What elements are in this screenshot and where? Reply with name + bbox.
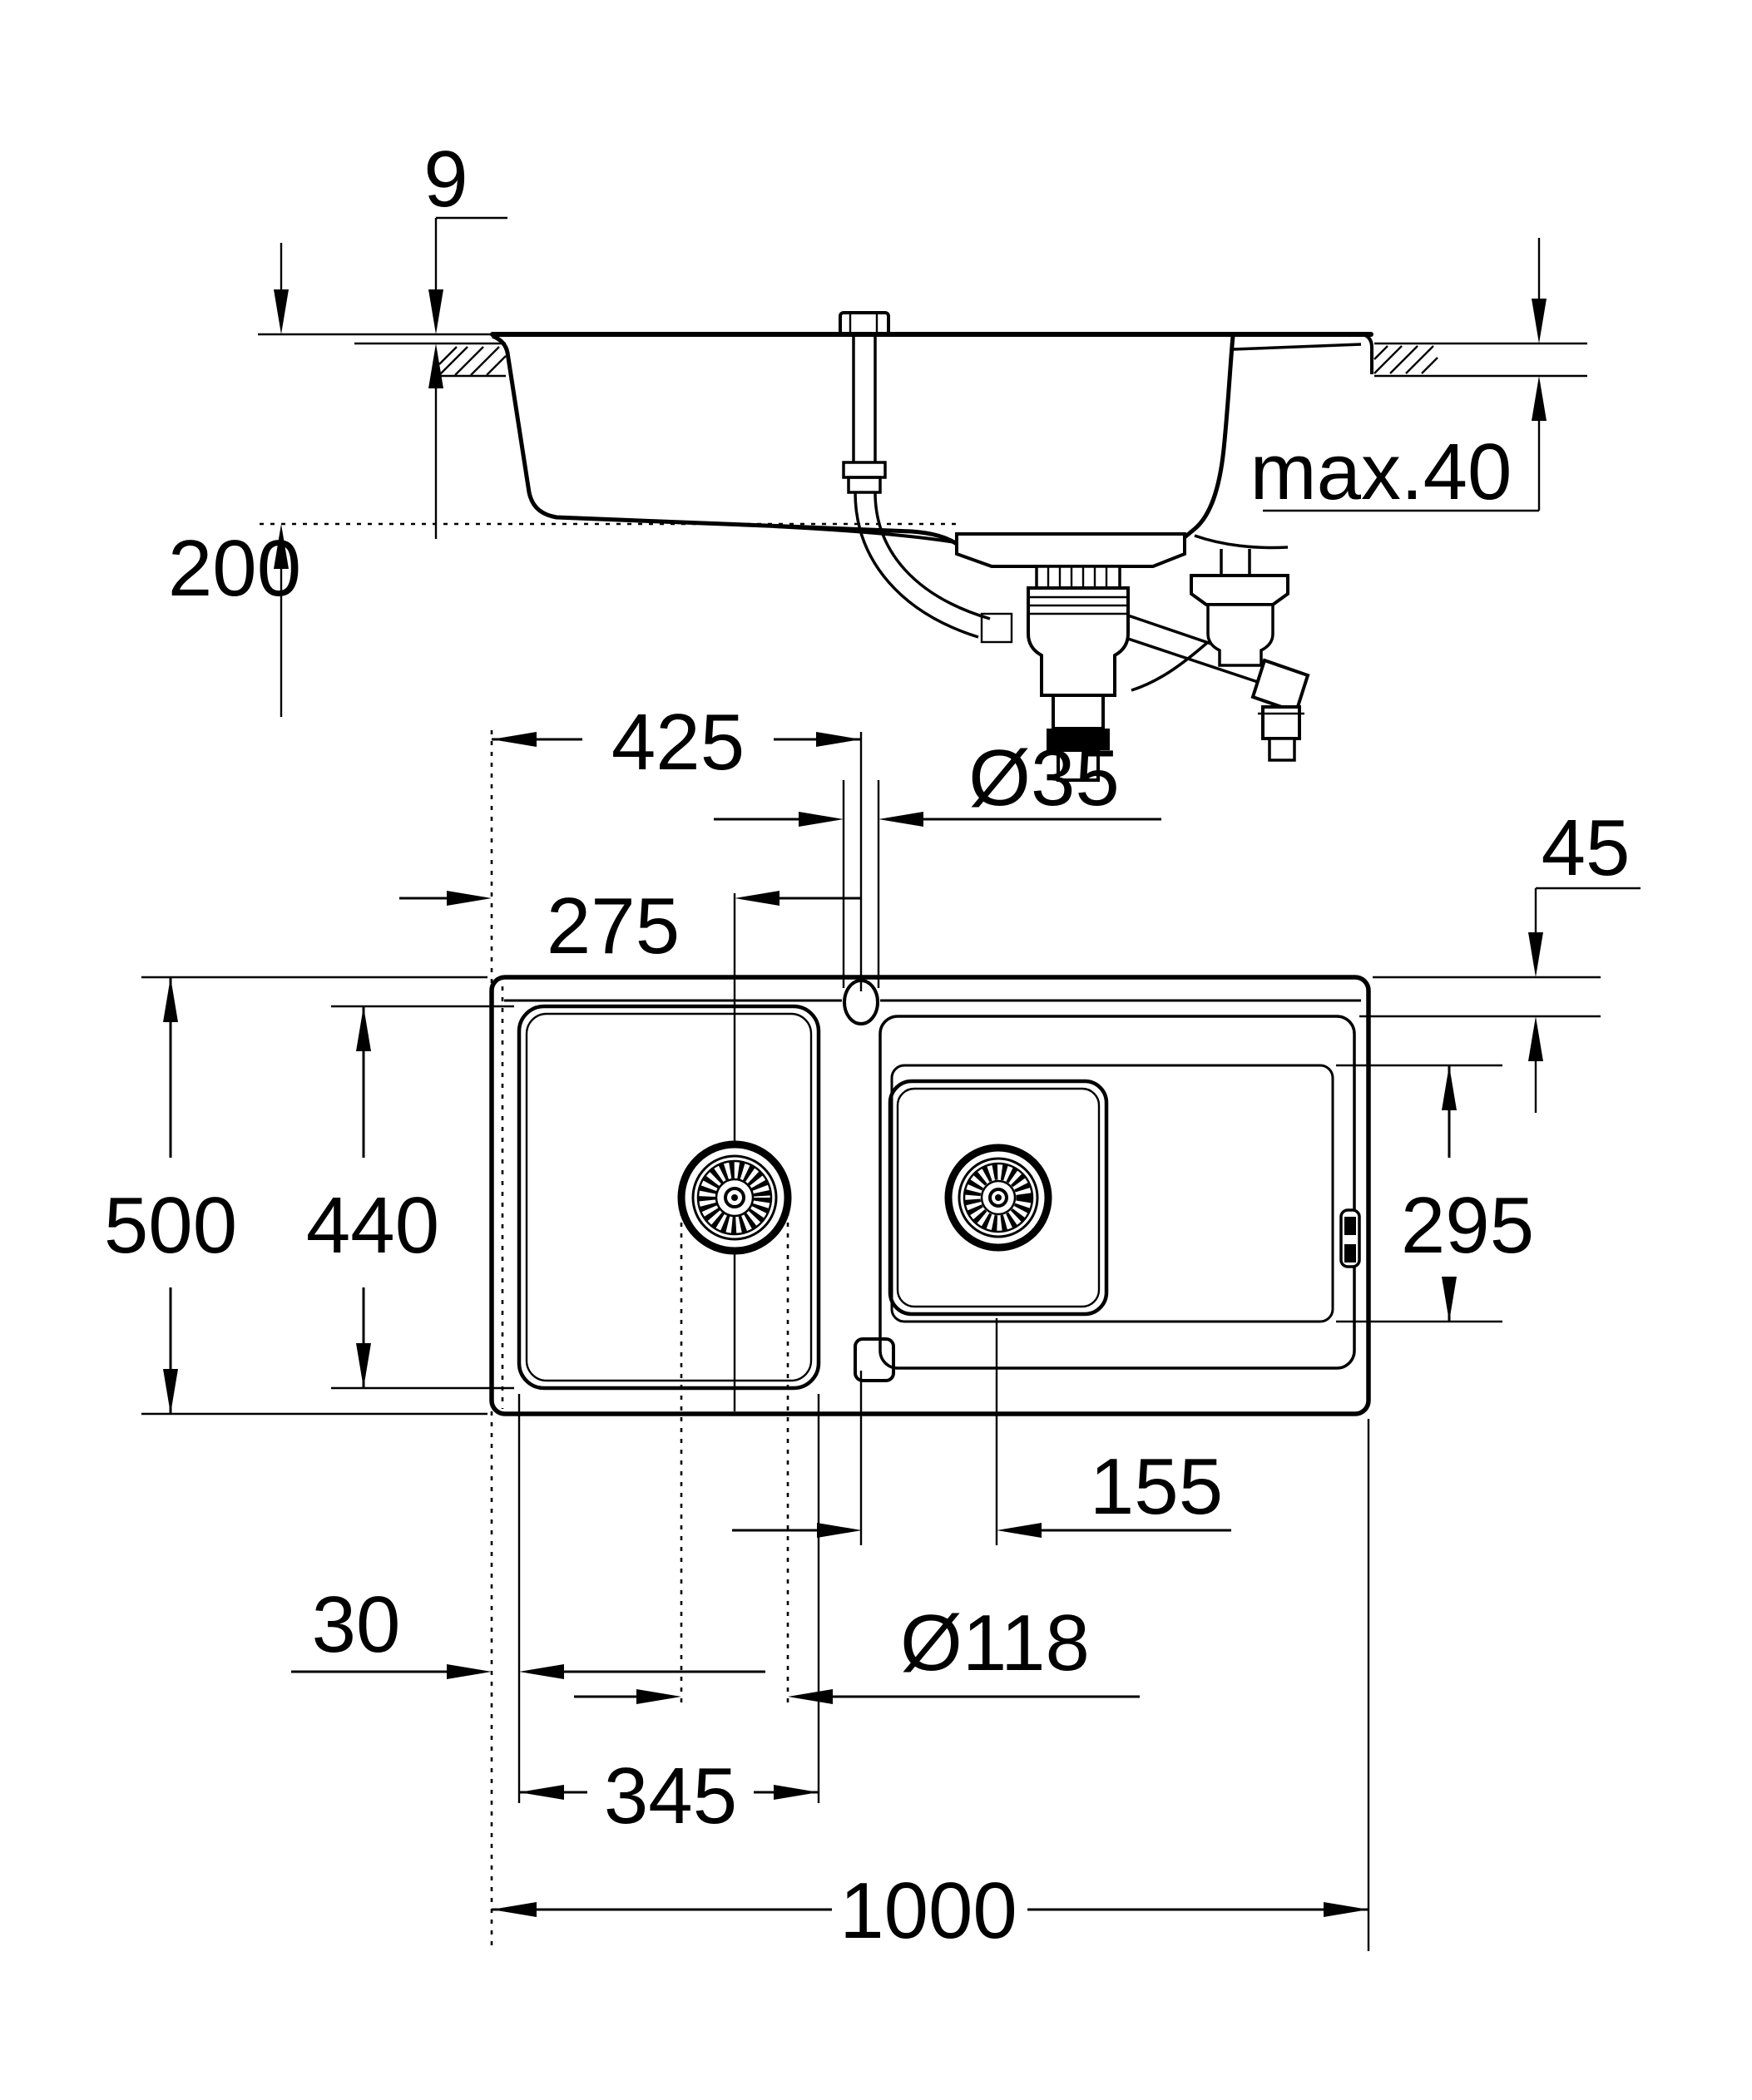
main-drain-icon (677, 1140, 792, 1255)
drainer-surround (878, 1015, 1356, 1370)
dim-overall-depth: 500 (104, 977, 237, 1414)
dim-drain-hole-diameter: Ø118 (574, 1598, 1140, 1704)
dim-bowl-width: 345 (519, 1752, 819, 1841)
small-bowl-inner-edge (896, 1087, 1101, 1308)
label-drain-hole-diameter: Ø118 (900, 1598, 1090, 1687)
label-tap-hole-diameter: Ø35 (968, 734, 1119, 823)
dim-drain-offset: 275 (399, 882, 861, 971)
dim-countertop-thickness: max.40 (1250, 238, 1547, 516)
countertop-hatch-left (354, 342, 507, 378)
dim-bowl-length: 440 (306, 1006, 439, 1388)
drain-assembly-section (842, 334, 1310, 782)
overflow-slot-icon (1339, 1208, 1361, 1268)
label-tap-hole-offset: 425 (611, 698, 745, 787)
dim-tap-to-small-drain: 155 (732, 1442, 1231, 1538)
countertop-hatch-right (1373, 342, 1587, 378)
dim-edge-margin: 30 (291, 1580, 765, 1679)
dim-rim-height: 9 (423, 135, 507, 539)
dim-tap-hole-offset: 425 (492, 698, 861, 787)
small-drain-icon (944, 1144, 1052, 1252)
tap-hole-cap-icon (839, 311, 890, 336)
sink-section-outline (492, 333, 1373, 551)
label-countertop-thickness: max.40 (1250, 427, 1512, 516)
second-strainer-icon (1131, 534, 1289, 692)
label-edge-margin: 30 (312, 1580, 401, 1669)
label-recess-depth: 295 (1401, 1181, 1534, 1270)
label-edge-to-recess: 45 (1542, 803, 1631, 892)
main-bowl-inner-edge (525, 1012, 813, 1382)
small-bowl (888, 1079, 1109, 1317)
label-overall-width: 1000 (839, 1866, 1017, 1955)
dim-bowl-depth: 200 (168, 243, 301, 717)
dim-overall-width: 1000 (492, 1866, 1368, 1955)
waste-control-knob-icon (854, 1337, 895, 1382)
tap-standpipe-icon (842, 334, 1013, 644)
main-bowl (517, 1004, 821, 1391)
plan-view: 425 Ø35 275 45 (104, 698, 1641, 1955)
section-view: 9 200 max.40 (168, 135, 1587, 782)
label-drain-offset: 275 (547, 882, 680, 971)
dim-recess-depth: 295 (1401, 1065, 1534, 1322)
label-rim-height: 9 (423, 135, 468, 224)
label-bowl-width: 345 (604, 1752, 737, 1841)
main-strainer-icon (955, 532, 1186, 782)
extension-lines (141, 730, 1601, 1951)
label-bowl-length: 440 (306, 1181, 439, 1270)
sink-outline (489, 975, 1371, 1416)
dim-edge-to-recess: 45 (1528, 803, 1641, 1113)
dim-tap-hole-diameter: Ø35 (714, 734, 1161, 827)
label-tap-to-small-drain: 155 (1090, 1442, 1223, 1531)
waste-outlet-icon (1127, 614, 1310, 762)
label-overall-depth: 500 (104, 1181, 237, 1270)
